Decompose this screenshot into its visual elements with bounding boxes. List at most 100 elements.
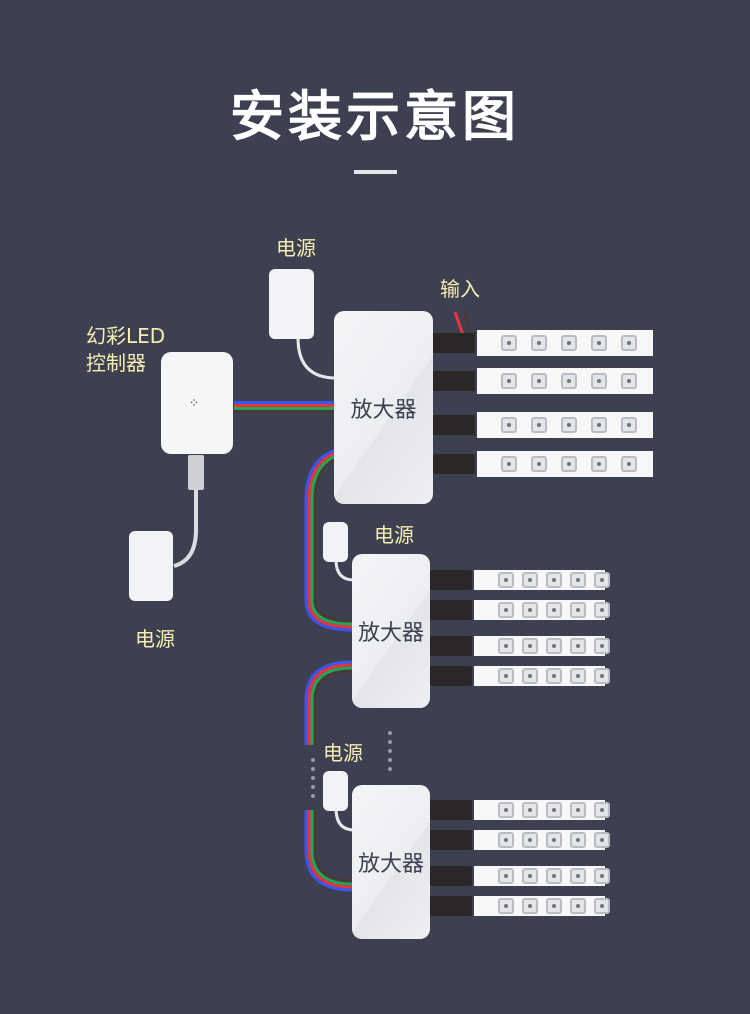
continuation-dots-left <box>311 758 315 803</box>
led-chip <box>546 668 562 684</box>
led-chip <box>570 572 586 588</box>
strip-connector <box>430 800 472 820</box>
led-chip <box>594 638 610 654</box>
dc-plug <box>188 455 204 490</box>
led-chip <box>561 373 577 389</box>
power-cord-left <box>173 485 198 568</box>
led-chip <box>522 668 538 684</box>
controller-label-line1: 幻彩LED <box>86 324 166 348</box>
strip-connector <box>433 371 475 391</box>
led-chip <box>594 602 610 618</box>
led-chip <box>561 335 577 351</box>
input-wire-red <box>453 311 465 336</box>
power-supply-mid <box>323 522 348 562</box>
led-chip <box>546 868 562 884</box>
ribbon-controller-amp1 <box>234 401 336 413</box>
led-chip <box>570 668 586 684</box>
led-chip <box>594 868 610 884</box>
led-chip <box>594 898 610 914</box>
strip-connector <box>430 830 472 850</box>
led-chip <box>546 832 562 848</box>
led-chip <box>522 638 538 654</box>
led-chip <box>531 373 547 389</box>
led-chip <box>591 456 607 472</box>
led-chip <box>522 802 538 818</box>
led-chip <box>621 373 637 389</box>
amplifier-3-label: 放大器 <box>357 852 424 877</box>
power-label-mid: 电源 <box>374 523 414 547</box>
amplifier-2: 放大器 <box>352 554 430 708</box>
led-chip <box>498 668 514 684</box>
amplifier-3: 放大器 <box>352 785 430 939</box>
led-chip <box>594 802 610 818</box>
led-chip <box>561 456 577 472</box>
led-chip <box>501 335 517 351</box>
led-chip <box>591 335 607 351</box>
led-chip <box>546 572 562 588</box>
led-chip <box>522 572 538 588</box>
led-chip <box>522 832 538 848</box>
strip-connector <box>433 415 475 435</box>
led-controller: ⁘ <box>161 352 233 454</box>
continuation-dots-right <box>388 731 392 776</box>
led-chip <box>570 868 586 884</box>
led-chip <box>570 802 586 818</box>
led-chip <box>621 456 637 472</box>
power-label-top: 电源 <box>276 236 316 260</box>
ribbon-amp2-amp3 <box>304 660 353 892</box>
led-chip <box>561 417 577 433</box>
led-chip <box>546 638 562 654</box>
strip-connector <box>430 570 472 590</box>
strip-connector <box>430 636 472 656</box>
led-chip <box>594 572 610 588</box>
power-supply-bottom <box>323 771 348 811</box>
power-cord-mid <box>334 559 355 582</box>
led-chip <box>501 456 517 472</box>
input-label: 输入 <box>440 277 480 301</box>
power-label-left: 电源 <box>135 627 175 651</box>
strip-connector <box>430 896 472 916</box>
led-chip <box>498 638 514 654</box>
led-chip <box>501 373 517 389</box>
controller-label-line2: 控制器 <box>86 351 146 375</box>
led-chip <box>570 832 586 848</box>
input-wire-black <box>463 311 472 336</box>
led-chip <box>570 898 586 914</box>
led-chip <box>546 898 562 914</box>
led-chip <box>498 602 514 618</box>
led-chip <box>570 638 586 654</box>
amplifier-1: 放大器 <box>334 311 433 504</box>
power-supply-top <box>269 269 314 339</box>
led-chip <box>522 868 538 884</box>
led-chip <box>498 868 514 884</box>
led-chip <box>531 335 547 351</box>
led-chip <box>501 417 517 433</box>
strip-connector <box>433 454 475 474</box>
led-chip <box>498 572 514 588</box>
led-chip <box>591 417 607 433</box>
led-chip <box>498 832 514 848</box>
amplifier-2-label: 放大器 <box>357 621 424 646</box>
led-chip <box>498 802 514 818</box>
page-title: 安装示意图 <box>230 85 520 148</box>
title-divider <box>354 170 397 174</box>
controller-button-icon: ⁘ <box>189 396 200 410</box>
amplifier-1-label: 放大器 <box>350 397 417 423</box>
power-cord-bottom <box>334 807 355 832</box>
led-chip <box>570 602 586 618</box>
led-chip <box>546 602 562 618</box>
strip-connector <box>430 600 472 620</box>
power-supply-left <box>129 531 173 601</box>
strip-connector <box>430 866 472 886</box>
power-cord-top <box>296 337 337 380</box>
led-chip <box>531 456 547 472</box>
strip-connector <box>430 666 472 686</box>
led-chip <box>531 417 547 433</box>
power-label-bottom: 电源 <box>323 741 363 765</box>
led-chip <box>522 602 538 618</box>
led-chip <box>621 335 637 351</box>
led-chip <box>546 802 562 818</box>
led-chip <box>594 832 610 848</box>
ribbon-amp1-amp2 <box>304 448 353 632</box>
